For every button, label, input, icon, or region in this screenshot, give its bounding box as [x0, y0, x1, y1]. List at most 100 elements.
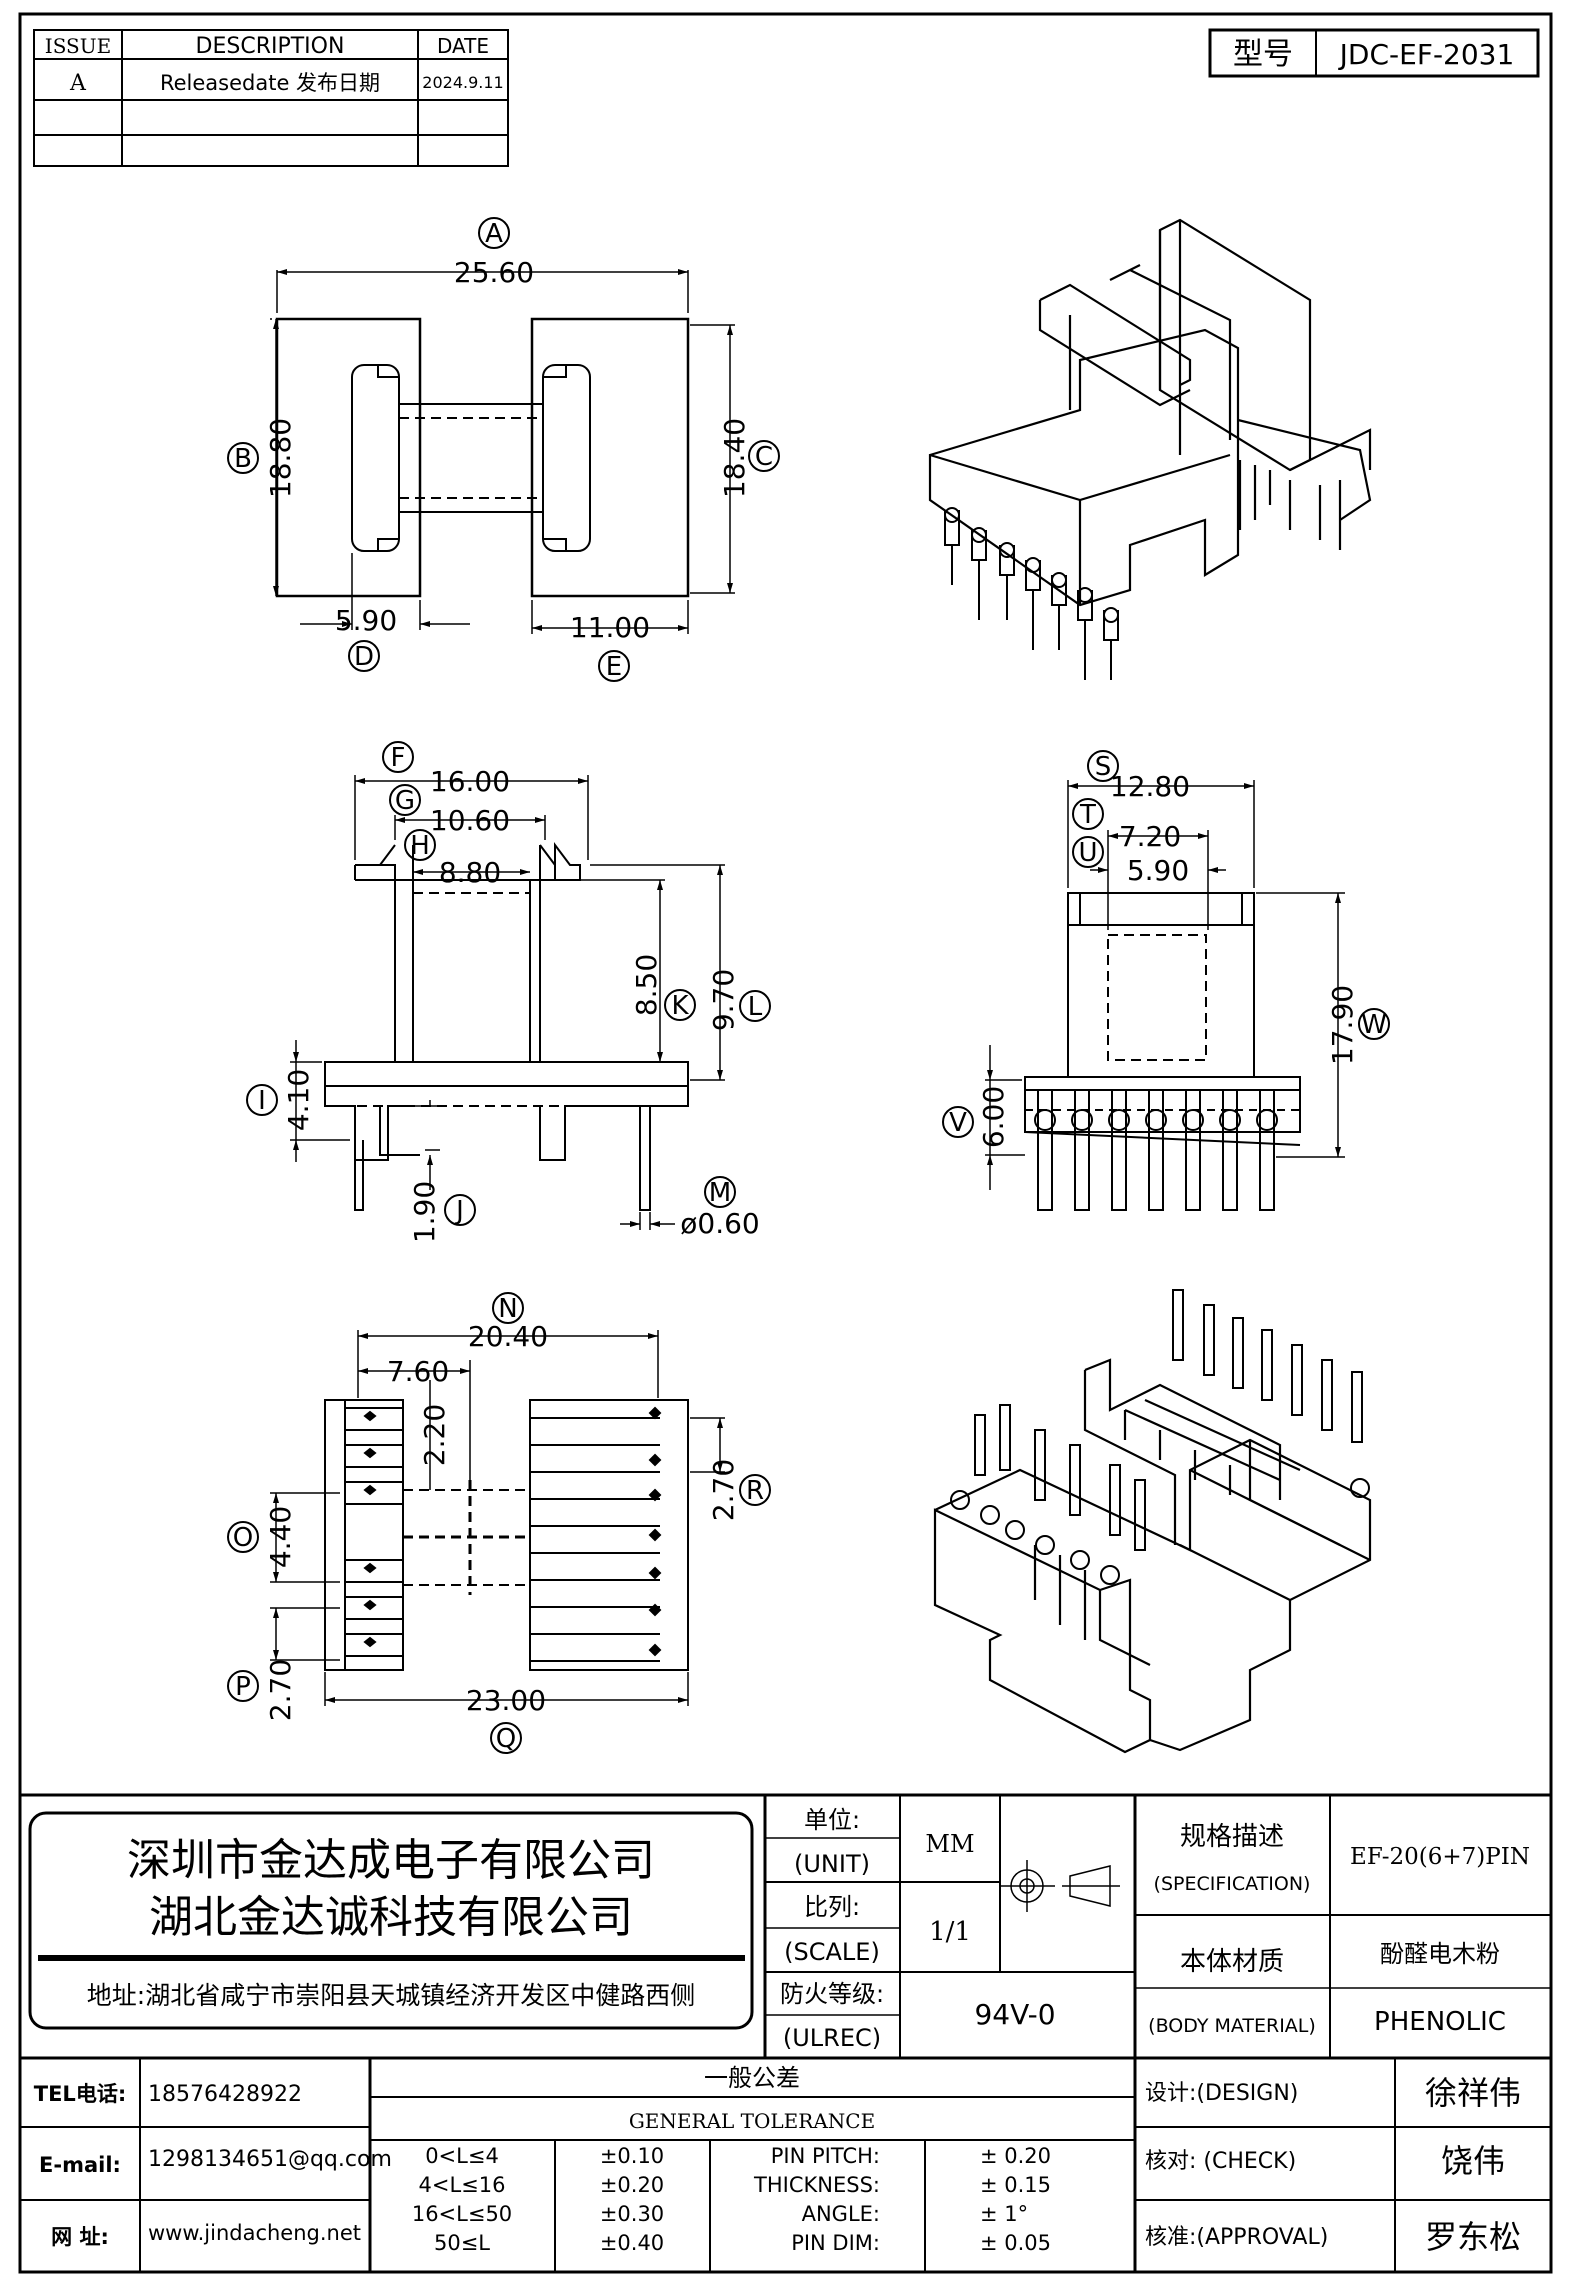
tel-value: 18576428922 — [148, 2082, 302, 2107]
dim-B-value: 18.80 — [264, 418, 297, 498]
drawing-frame — [18, 12, 1553, 2274]
check-name: 饶伟 — [1441, 2142, 1505, 2180]
web-value: www.jindacheng.net — [148, 2221, 361, 2245]
dim-E-value: 11.00 — [570, 611, 650, 644]
tol-range-3: 50≤L — [434, 2231, 490, 2255]
dim-A-label: A — [485, 219, 503, 249]
dim-K-value: 8.50 — [630, 954, 663, 1016]
dim-N-value: 20.40 — [468, 1320, 548, 1353]
dim-J-value: 1.90 — [408, 1181, 441, 1243]
spec-label-en: (SPECIFICATION) — [1154, 1873, 1311, 1895]
dim-2-20-value: 2.20 — [418, 1404, 451, 1466]
rev-header-description: DESCRIPTION — [196, 34, 345, 59]
dim-L-value: 9.70 — [707, 969, 740, 1031]
dim-V-label: V — [949, 1108, 967, 1138]
material-label-en: (BODY MATERIAL) — [1148, 2015, 1316, 2037]
rev-header-date: DATE — [437, 34, 489, 58]
dim-V-value: 6.00 — [977, 1086, 1010, 1148]
tol-item-value-3: ± 0.05 — [980, 2231, 1051, 2255]
top-view: 25.60 A 18.80 B 18.40 C 5.90 D 11.00 E — [227, 217, 780, 682]
tol-item-value-1: ± 0.15 — [980, 2173, 1051, 2197]
rev-header-issue: ISSUE — [45, 34, 111, 58]
dim-M-value: ø0.60 — [680, 1207, 759, 1240]
dim-O-value: 4.40 — [264, 1506, 297, 1568]
approval-label: 核准:(APPROVAL) — [1145, 2225, 1328, 2250]
rev-issue: A — [69, 71, 87, 96]
spec-label-cn: 规格描述 — [1180, 1822, 1284, 1852]
design-name: 徐祥伟 — [1425, 2074, 1521, 2112]
isometric-view-top — [928, 218, 1372, 680]
dim-N-label: N — [498, 1294, 517, 1324]
tol-range-2: 16<L≤50 — [412, 2202, 512, 2226]
dim-U-label: U — [1078, 838, 1097, 868]
dim-P-label: P — [235, 1672, 251, 1702]
dim-G-label: G — [395, 786, 415, 816]
dim-L-label: L — [748, 992, 763, 1022]
revision-table: ISSUE DESCRIPTION DATE A Releasedate 发布日… — [33, 29, 509, 167]
tol-item-value-0: ± 0.20 — [980, 2144, 1051, 2168]
title-block: 深圳市金达成电子有限公司 湖北金达诚科技有限公司 地址:湖北省咸宁市崇阳县天城镇… — [20, 1793, 1551, 2272]
dim-G-value: 10.60 — [430, 804, 510, 837]
scale-label-cn: 比列: — [804, 1893, 860, 1921]
dim-W-value: 17.90 — [1326, 985, 1359, 1065]
tol-item-3: PIN DIM: — [791, 2231, 880, 2255]
dim-J-label: J — [454, 1196, 464, 1226]
dim-D-label: D — [354, 642, 374, 672]
dim-I-label: I — [258, 1086, 266, 1116]
material-value-en: PHENOLIC — [1374, 2007, 1506, 2037]
scale-label-en: (SCALE) — [784, 1938, 880, 1966]
design-label: 设计:(DESIGN) — [1145, 2081, 1298, 2106]
dim-U-value: 5.90 — [1127, 854, 1189, 887]
bottom-view: 20.40 N 7.60 2.20 2.70 R 4.40 O 2.70 P — [227, 1292, 771, 1754]
web-label: 网 址: — [51, 2225, 109, 2249]
fire-value: 94V-0 — [974, 1998, 1055, 2031]
dim-O-label: O — [233, 1523, 253, 1553]
company-name-2: 湖北金达诚科技有限公司 — [149, 1892, 633, 1943]
tol-item-1: THICKNESS: — [753, 2173, 880, 2197]
unit-value: MM — [925, 1830, 974, 1858]
dim-R-label: R — [746, 1476, 764, 1506]
tol-item-0: PIN PITCH: — [771, 2144, 880, 2168]
dim-S-value: 12.80 — [1110, 770, 1190, 803]
isometric-view-bottom — [933, 1289, 1372, 1754]
dim-T-value: 7.20 — [1119, 820, 1181, 853]
dim-M-label: M — [709, 1178, 731, 1208]
model-label: 型号 — [1233, 37, 1293, 72]
tol-item-value-2: ± 1° — [980, 2202, 1028, 2226]
fire-label-en: (ULREC) — [783, 2024, 881, 2052]
dim-T-label: T — [1079, 800, 1096, 830]
dim-D-value: 5.90 — [335, 604, 397, 637]
dim-S-label: S — [1095, 752, 1112, 782]
email-value: 1298134651@qq.com — [148, 2147, 392, 2172]
rev-date: 2024.9.11 — [422, 73, 503, 92]
company-name-1: 深圳市金达成电子有限公司 — [127, 1835, 655, 1886]
rev-description: Releasedate 发布日期 — [160, 71, 380, 95]
dim-C-label: C — [755, 442, 773, 472]
tol-value-3: ±0.40 — [600, 2231, 664, 2255]
tol-value-2: ±0.30 — [600, 2202, 664, 2226]
dim-K-label: K — [671, 991, 689, 1021]
dim-Q-label: Q — [496, 1724, 516, 1754]
tel-label: TEL电话: — [34, 2082, 126, 2106]
check-label: 核对: (CHECK) — [1145, 2149, 1296, 2174]
tol-range-0: 0<L≤4 — [425, 2144, 499, 2168]
dim-B-label: B — [234, 444, 252, 474]
dim-7-60-value: 7.60 — [387, 1355, 449, 1388]
email-label: E-mail: — [39, 2153, 121, 2177]
material-value-cn: 酚醛电木粉 — [1380, 1940, 1500, 1968]
scale-value: 1/1 — [929, 1917, 971, 1947]
material-label-cn: 本体材质 — [1180, 1947, 1284, 1977]
tol-value-0: ±0.10 — [600, 2144, 664, 2168]
dim-F-value: 16.00 — [430, 765, 510, 798]
dim-R-value: 2.70 — [707, 1459, 740, 1521]
dim-Q-value: 23.00 — [466, 1684, 546, 1717]
side-view: 16.00 F 10.60 G 8.80 H 8.50 K 9.70 L 4.1 — [246, 741, 771, 1243]
spec-value: EF-20(6+7)PIN — [1350, 1844, 1530, 1870]
tolerance-title-en: GENERAL TOLERANCE — [629, 2109, 875, 2133]
dim-H-value: 8.80 — [439, 856, 501, 889]
tol-value-1: ±0.20 — [600, 2173, 664, 2197]
approval-name: 罗东松 — [1425, 2218, 1521, 2256]
dim-E-label: E — [606, 652, 622, 682]
front-view: 12.80 S 7.20 T 5.90 U 17.90 W 6.00 V — [942, 750, 1390, 1211]
unit-label-en: (UNIT) — [794, 1850, 870, 1878]
